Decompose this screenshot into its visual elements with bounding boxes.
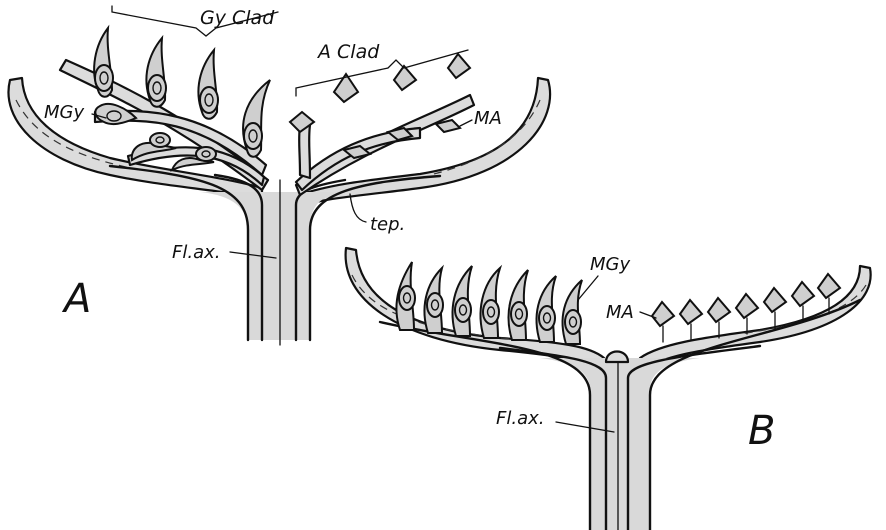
- tepal-right-a: [296, 78, 550, 208]
- ma-label-b: MA: [606, 302, 634, 323]
- tep-label: tep.: [370, 214, 405, 235]
- a-branch-low2-a: [299, 125, 310, 178]
- panel-a-letter: A: [61, 276, 91, 322]
- axis-receptacle-b: [606, 352, 628, 363]
- flax-label-a: Fl.ax.: [172, 242, 220, 263]
- a-clad-label: A Clad: [316, 41, 380, 63]
- floral-axis-a: [200, 192, 345, 340]
- ma-label-a: MA: [474, 108, 502, 129]
- panel-b-letter: B: [748, 408, 775, 454]
- ma-arrow-a: [460, 120, 472, 126]
- panel-b: MGy MA Fl.ax. B: [346, 248, 871, 530]
- mgy-label-b: MGy: [590, 254, 630, 275]
- axis-outline-right-a: [310, 176, 440, 340]
- floral-axis-b: [540, 358, 700, 530]
- flax-label-b: Fl.ax.: [496, 408, 544, 429]
- mgy-label-a: MGy: [44, 102, 84, 123]
- gy-clad-label: Gy Clad: [200, 7, 275, 29]
- tep-leader: [350, 194, 366, 222]
